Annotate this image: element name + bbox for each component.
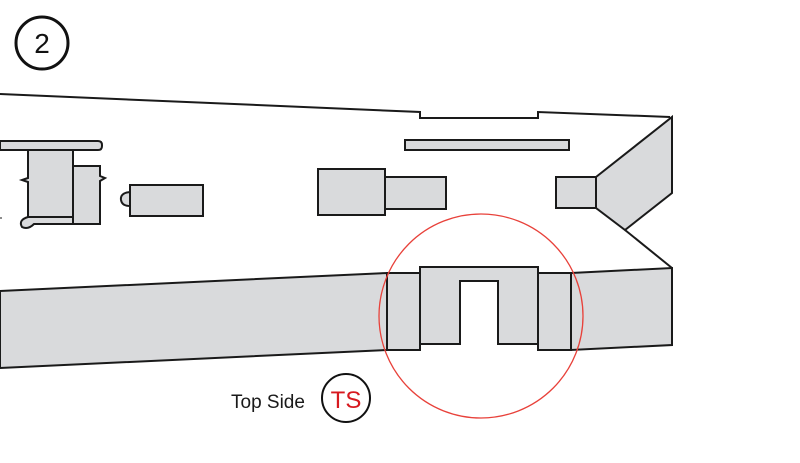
top-side-badge-text: TS <box>331 387 362 414</box>
left-connector <box>0 140 108 229</box>
long-slot <box>404 139 570 151</box>
right-funnel <box>555 114 673 269</box>
middle-stepped-block <box>317 168 447 216</box>
lower-strip <box>0 266 673 370</box>
step-number: 2 <box>34 28 50 59</box>
small-block <box>119 184 204 217</box>
upper-body-outline <box>0 93 671 119</box>
step-number-badge: 2 <box>14 15 70 71</box>
top-side-badge <box>321 373 371 423</box>
legend: Top Side TS <box>231 373 371 423</box>
callout-circle <box>378 213 584 419</box>
legend-label: Top Side <box>231 392 305 413</box>
